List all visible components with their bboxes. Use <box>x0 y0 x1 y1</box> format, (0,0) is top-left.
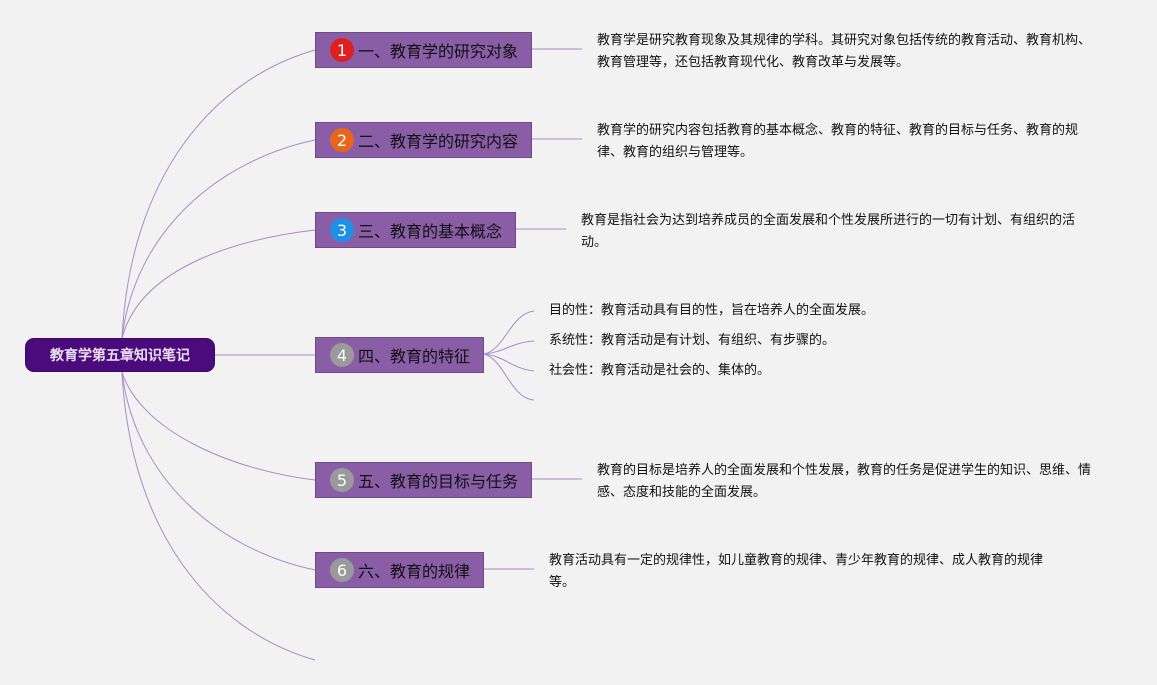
topic-description-5: 教育的目标是培养人的全面发展和个性发展，教育的任务是促进学生的知识、思维、情感、… <box>597 463 1092 500</box>
link-root-topic-3 <box>121 229 316 339</box>
link-topic-4-sub-2 <box>483 340 535 355</box>
link-root-extra <box>121 371 316 661</box>
topic-node-5[interactable]: 5 五、教育的目标与任务 <box>315 462 532 498</box>
number-badge-1: 1 <box>330 38 354 62</box>
topic-label-3: 三、教育的基本概念 <box>358 222 503 241</box>
number-badge-5: 5 <box>330 468 354 492</box>
topic-node-6[interactable]: 6 六、教育的规律 <box>315 552 484 588</box>
number-badge-2: 2 <box>330 128 354 152</box>
topic-node-3[interactable]: 3 三、教育的基本概念 <box>315 212 516 248</box>
topic-label-1: 一、教育学的研究对象 <box>358 42 519 61</box>
link-root-topic-5 <box>121 371 316 481</box>
number-badge-3: 3 <box>330 218 354 242</box>
topic-label-5: 五、教育的目标与任务 <box>358 472 519 491</box>
topic-description-1: 教育学是研究教育现象及其规律的学科。其研究对象包括传统的教育活动、教育机构、教育… <box>597 33 1092 70</box>
topic-description-6: 教育活动具有一定的规律性，如儿童教育的规律、青少年教育的规律、成人教育的规律等。 <box>549 553 1044 590</box>
topic-description-2: 教育学的研究内容包括教育的基本概念、教育的特征、教育的目标与任务、教育的规律、教… <box>597 123 1079 160</box>
link-topic-4-sub-1 <box>483 310 535 355</box>
topic-label-2: 二、教育学的研究内容 <box>358 132 519 151</box>
number-badge-6: 6 <box>330 558 354 582</box>
topic-node-2[interactable]: 2 二、教育学的研究内容 <box>315 122 532 158</box>
link-topic-4-sub-4 <box>483 353 535 401</box>
link-root-topic-1 <box>121 49 316 339</box>
link-root-topic-2 <box>121 139 316 339</box>
topic-description-3: 教育是指社会为达到培养成员的全面发展和个性发展所进行的一切有计划、有组织的活动。 <box>581 213 1076 250</box>
topic-4-sub-item-3: 社会性：教育活动是社会的、集体的。 <box>549 363 771 378</box>
topic-4-sub-item-1: 目的性：教育活动具有目的性，旨在培养人的全面发展。 <box>549 303 875 318</box>
topic-node-1[interactable]: 1 一、教育学的研究对象 <box>315 32 532 68</box>
topic-4-sub-item-2: 系统性：教育活动是有计划、有组织、有步骤的。 <box>549 333 836 348</box>
link-root-topic-6 <box>121 371 316 571</box>
number-badge-4: 4 <box>330 343 354 367</box>
topic-node-4[interactable]: 4 四、教育的特征 <box>315 337 484 373</box>
topic-label-6: 六、教育的规律 <box>358 562 471 581</box>
topic-label-4: 四、教育的特征 <box>358 347 471 366</box>
link-topic-4-sub-3 <box>483 353 535 372</box>
root-node[interactable]: 教育学第五章知识笔记 <box>25 338 215 372</box>
